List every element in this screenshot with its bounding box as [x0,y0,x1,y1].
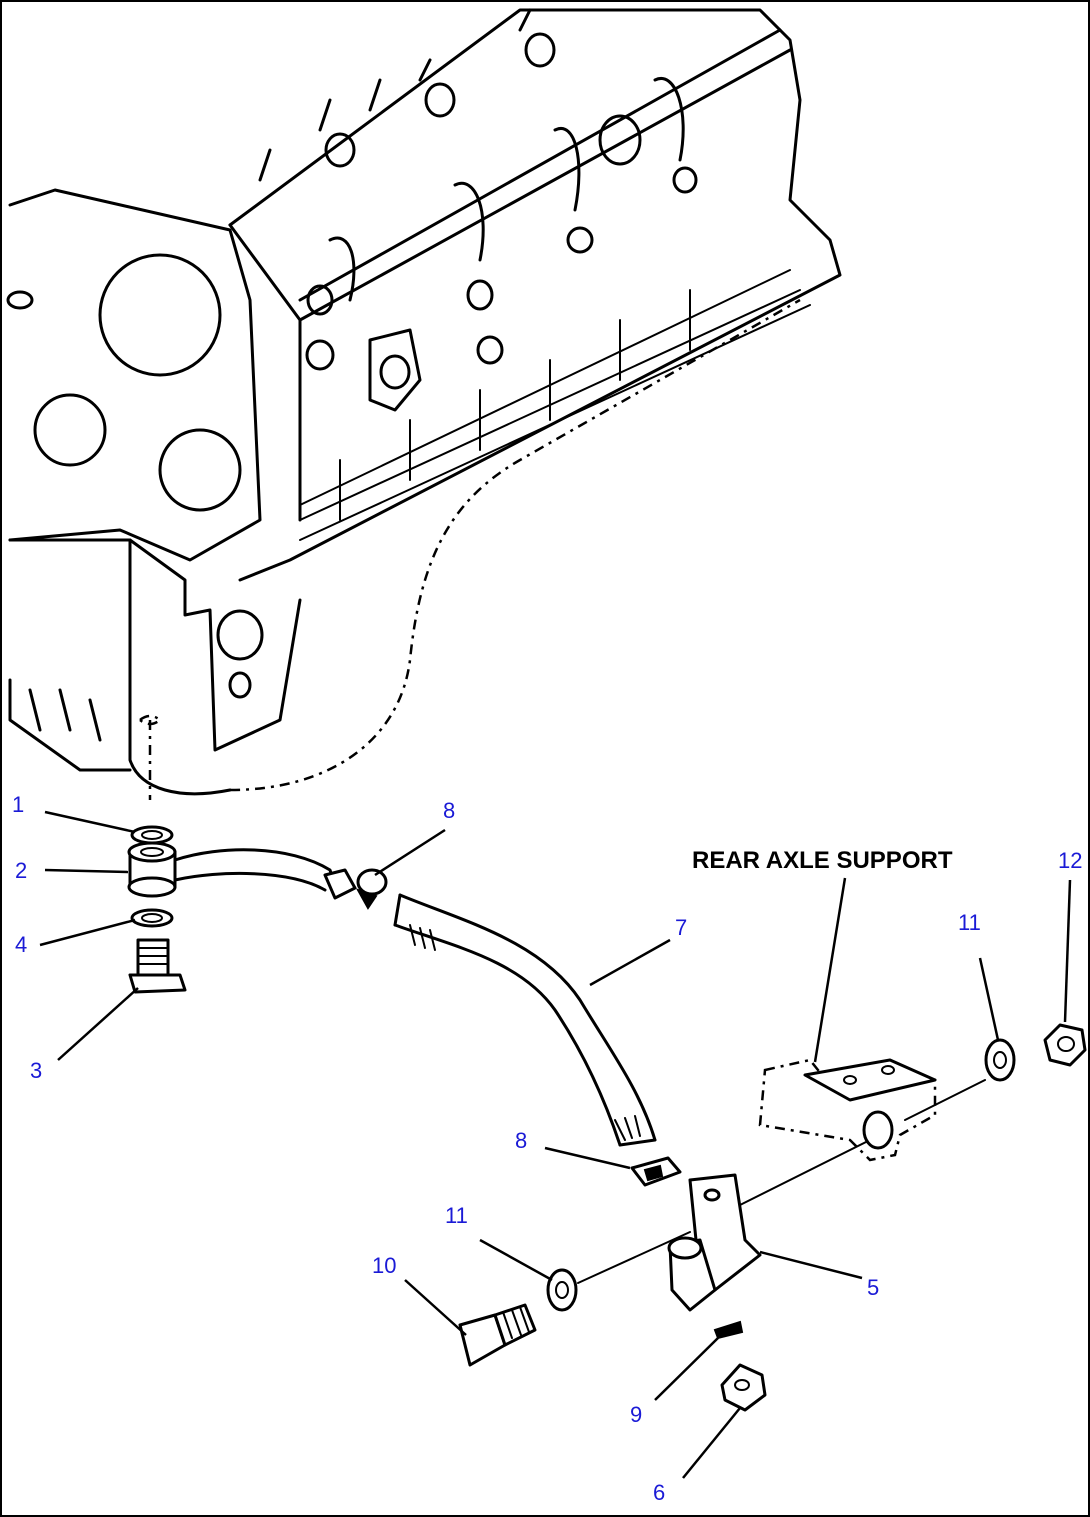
washer-item-4 [130,908,174,928]
callout-11-upper: 11 [958,910,981,935]
callout-12: 12 [1058,848,1082,873]
callout-8-upper: 8 [443,798,455,823]
nut-item-12 [1043,1023,1087,1067]
washer-item-9 [713,1320,744,1340]
nut-item-6 [720,1363,767,1412]
callout-numbers: 1 2 4 3 8 7 8 11 10 5 9 6 11 12 [12,792,1082,1505]
callout-11-lower: 11 [445,1203,468,1228]
callout-7: 7 [675,915,687,940]
callout-5: 5 [867,1275,879,1300]
washer-item-1 [130,825,174,845]
tube-end [323,868,357,900]
callout-4: 4 [15,932,27,957]
hose-item-7 [398,893,657,1142]
washer-item-11-upper [984,1038,1016,1082]
callout-6: 6 [653,1480,665,1505]
callout-8-lower: 8 [515,1128,527,1153]
callout-9: 9 [630,1402,642,1427]
leader-lines [39,810,1072,1479]
callout-1: 1 [12,792,24,817]
callout-10: 10 [372,1253,396,1278]
drain-assembly [127,825,1087,1412]
plug-item-3 [136,938,170,977]
rear-axle-support-label: REAR AXLE SUPPORT [692,847,953,874]
callout-2: 2 [15,858,27,883]
callout-3: 3 [30,1058,42,1083]
engine-block [6,8,842,800]
washer-item-11-lower [546,1268,578,1312]
